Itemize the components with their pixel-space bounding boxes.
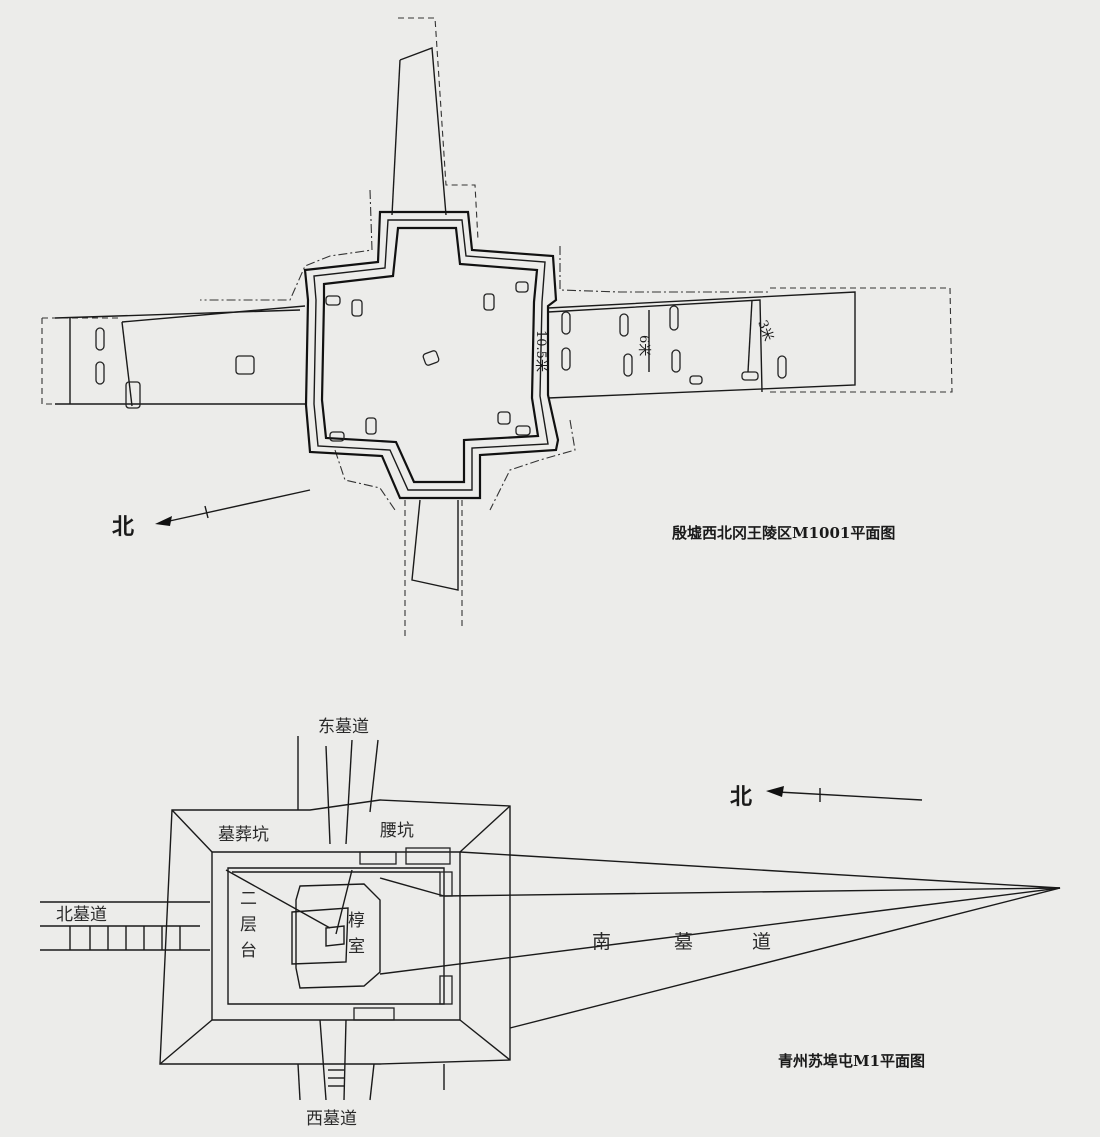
label-second-tier-1: 二 [240, 889, 257, 909]
south-ramp [547, 291, 856, 399]
south-ramp-m1 [379, 851, 1061, 1029]
sacrificial-pits [95, 281, 787, 442]
plan-sufutun-m1: 东墓道 西墓道 北墓道 墓葬坑 腰坑 二 层 台 椁 室 南 墓 道 北 青州苏… [40, 717, 1061, 1129]
east-ramp-m1 [297, 736, 379, 845]
label-second-tier-3: 台 [240, 941, 257, 961]
dimension-3m: 3米 [754, 318, 775, 343]
survey-dashed-outline [41, 17, 953, 640]
label-grave-pit: 墓葬坑 [218, 825, 269, 845]
dimension-10-5m: 10.5米 [533, 330, 548, 372]
plan-m1001: 10.5米 6米 3米 北 殷墟西北冈王陵区M1001平面图 [41, 17, 953, 640]
west-ramp [411, 499, 459, 591]
north-label-top: 北 [112, 514, 134, 540]
east-ramp [391, 47, 447, 216]
west-ramp-m1 [297, 1019, 445, 1101]
chamber-m1 [225, 869, 381, 989]
label-south-ramp-2: 墓 [674, 931, 693, 953]
north-ramp [54, 305, 306, 407]
dimension-6m: 6米 [636, 335, 651, 356]
outer-pit [159, 799, 511, 1065]
label-east-ramp: 东墓道 [318, 717, 369, 737]
cruciform-chamber [303, 210, 560, 500]
caption-sufutun-m1: 青州苏埠屯M1平面图 [778, 1052, 925, 1070]
label-waist-pit: 腰坑 [380, 821, 414, 841]
caption-m1001: 殷墟西北冈王陵区M1001平面图 [672, 524, 895, 542]
label-chamber-2: 室 [348, 937, 365, 957]
label-north-ramp: 北墓道 [56, 905, 107, 925]
label-chamber-1: 椁 [348, 911, 365, 931]
north-ramp-m1 [40, 901, 210, 951]
waist-pits [353, 847, 453, 1021]
label-west-ramp: 西墓道 [306, 1109, 357, 1129]
label-second-tier-2: 层 [240, 915, 257, 935]
north-arrow-top: 北 [112, 489, 311, 540]
north-arrow-bottom: 北 [730, 784, 923, 810]
dimension-marks: 10.5米 6米 3米 [533, 299, 776, 373]
north-label-bottom: 北 [730, 784, 752, 810]
label-south-ramp-3: 道 [752, 931, 771, 953]
label-south-ramp-1: 南 [592, 931, 611, 953]
inner-walls [211, 851, 461, 1021]
